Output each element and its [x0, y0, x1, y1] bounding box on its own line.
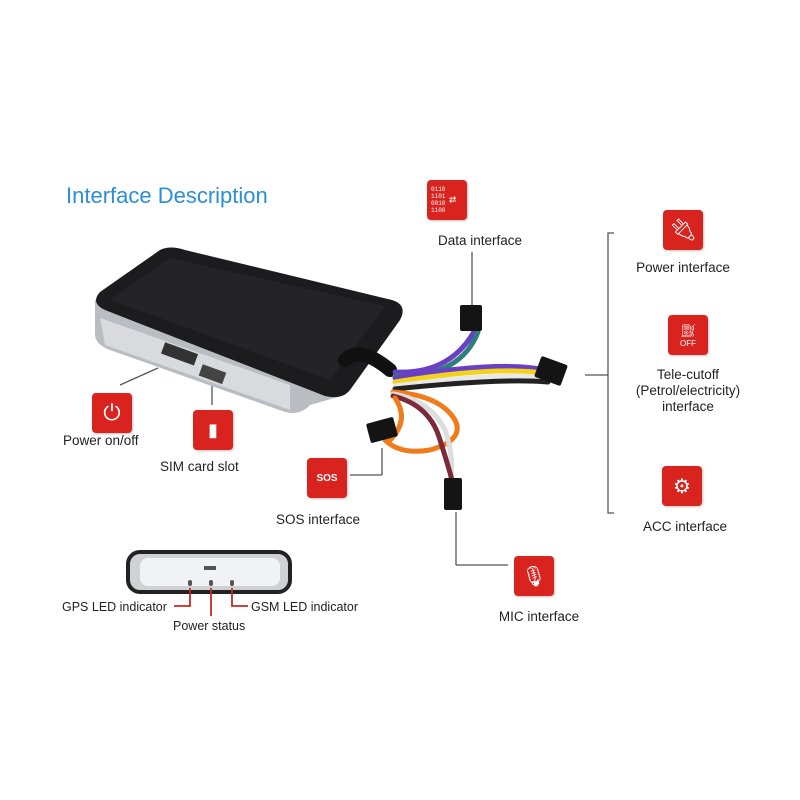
gsm-led-label: GSM LED indicator	[251, 600, 358, 614]
microphone-icon: 🎙︎	[514, 556, 554, 596]
tele-cutoff-label-2: (Petrol/electricity)	[635, 383, 741, 398]
gps-led-label: GPS LED indicator	[62, 600, 167, 614]
engine-icon: ⚙︎	[662, 466, 702, 506]
leader-lines	[119, 232, 614, 566]
sos-text: SOS	[316, 472, 338, 484]
power-interface-label: Power interface	[636, 260, 730, 275]
off-text: OFF	[680, 338, 696, 348]
power-status-label: Power status	[173, 619, 246, 633]
mic-interface-label: MIC interface	[498, 609, 580, 624]
sos-interface-label: SOS interface	[276, 512, 361, 527]
power-icon: ⏻	[92, 393, 132, 433]
sim-card-icon: ▮	[193, 410, 233, 450]
data-transfer-icon: 0110 1101 0010 1100⇄	[427, 180, 467, 220]
sos-icon: SOS	[307, 458, 347, 498]
tele-cutoff-label-3: interface	[662, 399, 714, 414]
gps-tracker-device	[95, 247, 403, 414]
sim-card-slot-label: SIM card slot	[160, 459, 239, 474]
fuel-cutoff-icon: ⛽︎OFF	[668, 315, 708, 355]
power-onoff-label: Power on/off	[63, 433, 139, 448]
device-front-view	[126, 550, 292, 616]
binary-text: 0110 1101 0010 1100	[431, 186, 446, 214]
page-title: Interface Description	[66, 183, 268, 208]
tele-cutoff-label-1: Tele-cutoff	[656, 367, 720, 382]
acc-interface-label: ACC interface	[642, 519, 728, 534]
plug-icon: 🔌︎	[663, 210, 703, 250]
connectors	[366, 305, 568, 510]
wire-harness	[338, 327, 551, 483]
data-interface-label: Data interface	[437, 233, 523, 248]
